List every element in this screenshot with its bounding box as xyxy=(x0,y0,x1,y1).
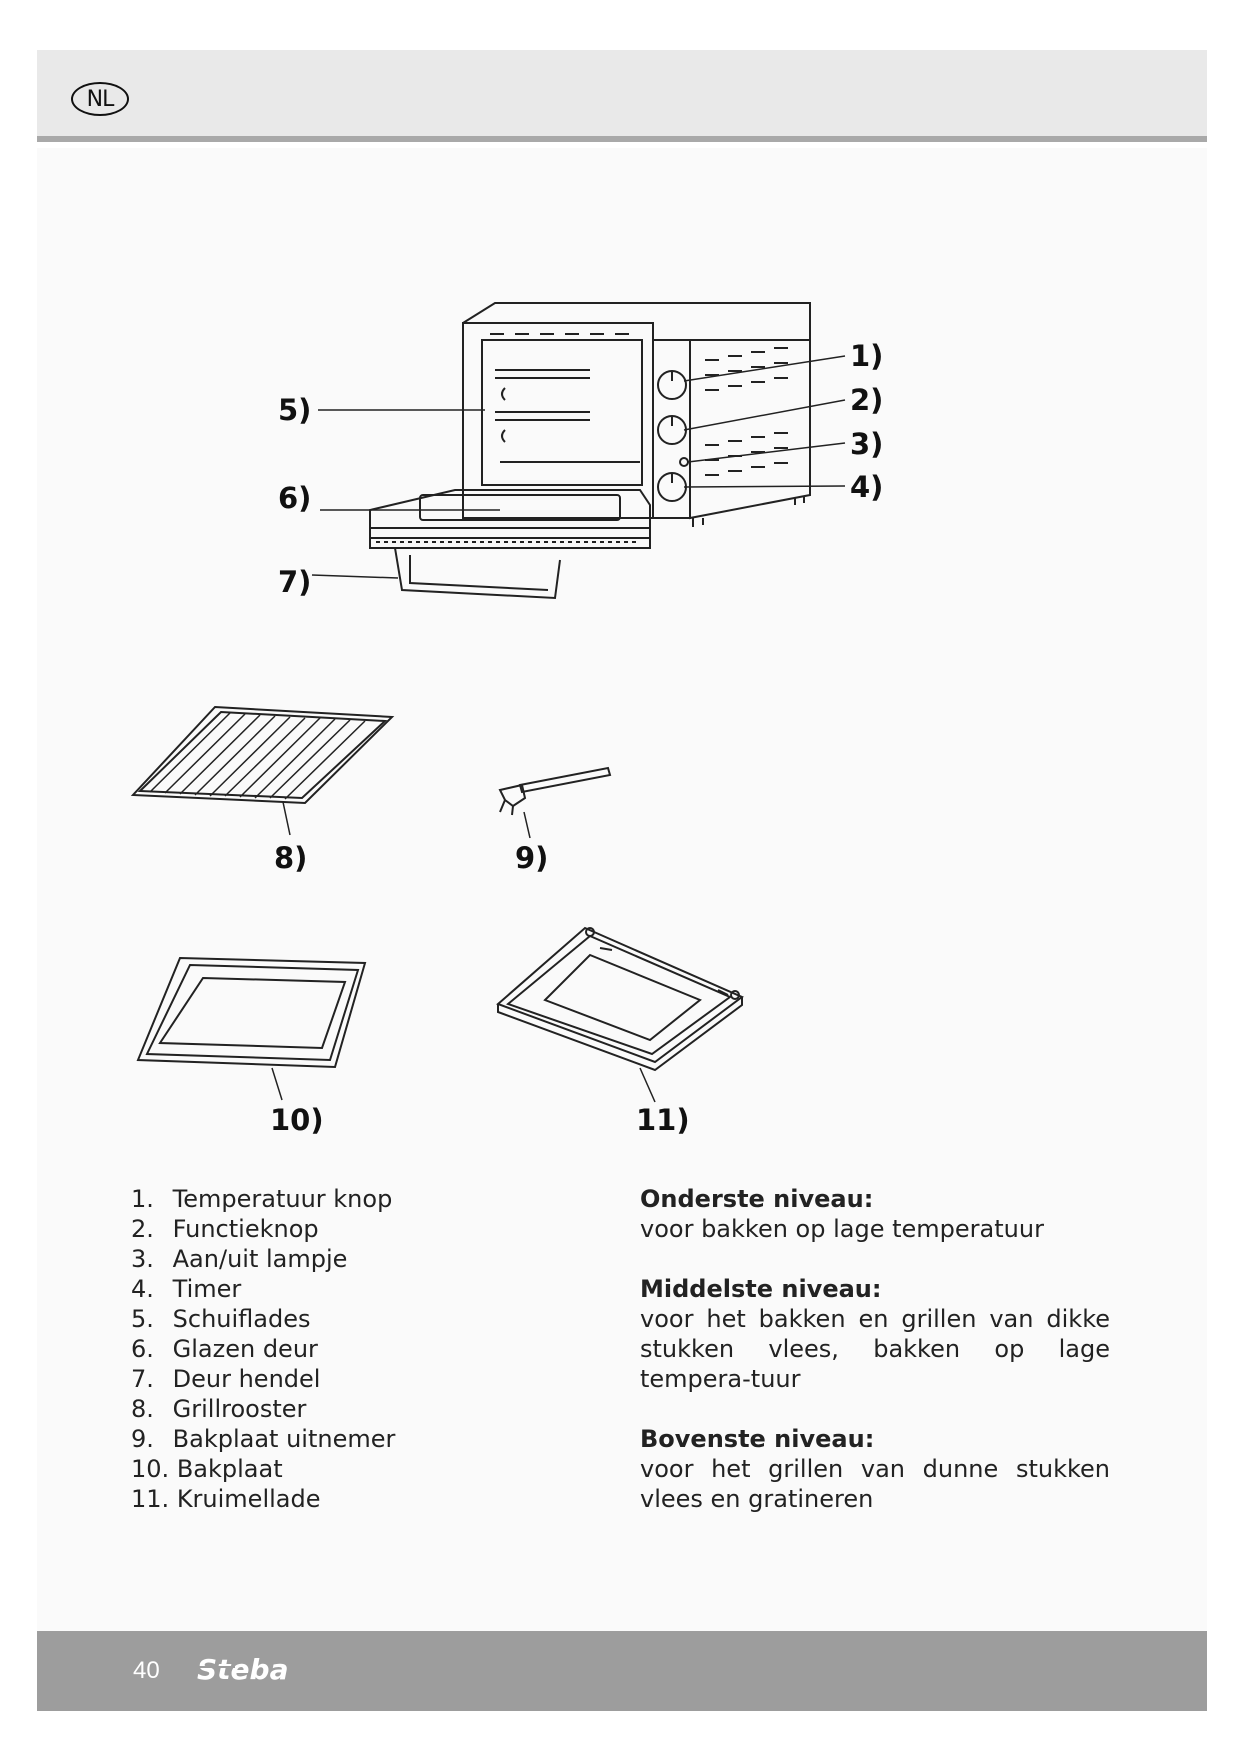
label-7: 7) xyxy=(278,565,311,599)
label-11: 11) xyxy=(636,1103,690,1137)
tray-lifter-illustration xyxy=(500,768,610,838)
baking-tray-illustration xyxy=(138,958,365,1100)
label-2: 2) xyxy=(850,383,883,417)
list-item: 7. Deur hendel xyxy=(131,1364,601,1394)
list-item: 8. Grillrooster xyxy=(131,1394,601,1424)
oven-door-glass xyxy=(420,495,620,520)
brand-name: Steba xyxy=(197,1653,288,1686)
oven-side-panel xyxy=(690,340,810,518)
level-top: Bovenste niveau: voor het grillen van du… xyxy=(640,1424,1110,1514)
grill-rack-illustration xyxy=(133,707,392,835)
list-item: 11. Kruimellade xyxy=(131,1484,601,1514)
page-footer: 40 Steba xyxy=(37,1631,1207,1711)
label-10: 10) xyxy=(270,1103,324,1137)
label-1: 1) xyxy=(850,339,883,373)
level-title: Middelste niveau: xyxy=(640,1274,1110,1304)
power-lamp xyxy=(680,458,688,466)
level-text: voor het grillen van dunne stukken vlees… xyxy=(640,1454,1110,1514)
label-5: 5) xyxy=(278,393,311,427)
level-title: Onderste niveau: xyxy=(640,1184,1110,1214)
level-title: Bovenste niveau: xyxy=(640,1424,1110,1454)
label-9: 9) xyxy=(515,841,548,875)
list-item: 3. Aan/uit lampje xyxy=(131,1244,601,1274)
oven-illustration xyxy=(370,303,810,598)
product-parts-diagram: 1) 2) 3) 4) 5) 6) 7) 8) 9) 10) 11) xyxy=(0,0,1241,1200)
door-handle xyxy=(395,548,560,598)
list-item: 1. Temperatuur knop xyxy=(131,1184,601,1214)
list-item: 6. Glazen deur xyxy=(131,1334,601,1364)
level-text: voor het bakken en grillen van dikke stu… xyxy=(640,1304,1110,1394)
list-item: 9. Bakplaat uitnemer xyxy=(131,1424,601,1454)
steba-logo: Steba xyxy=(195,1651,325,1691)
label-3: 3) xyxy=(850,427,883,461)
shelf-levels: Onderste niveau: voor bakken op lage tem… xyxy=(640,1184,1110,1544)
list-item: 10. Bakplaat xyxy=(131,1454,601,1484)
label-6: 6) xyxy=(278,481,311,515)
level-text: voor bakken op lage temperatuur xyxy=(640,1214,1110,1244)
crumb-tray-illustration xyxy=(498,928,742,1102)
parts-list: 1. Temperatuur knop 2. Functieknop 3. Aa… xyxy=(131,1184,601,1514)
page-number: 40 xyxy=(133,1657,160,1685)
list-item: 5. Schuiflades xyxy=(131,1304,601,1334)
level-middle: Middelste niveau: voor het bakken en gri… xyxy=(640,1274,1110,1394)
oven-leader-lines xyxy=(312,356,845,578)
oven-rails xyxy=(495,370,640,462)
label-4: 4) xyxy=(850,470,883,504)
level-bottom: Onderste niveau: voor bakken op lage tem… xyxy=(640,1184,1110,1244)
list-item: 2. Functieknop xyxy=(131,1214,601,1244)
label-8: 8) xyxy=(274,841,307,875)
list-item: 4. Timer xyxy=(131,1274,601,1304)
